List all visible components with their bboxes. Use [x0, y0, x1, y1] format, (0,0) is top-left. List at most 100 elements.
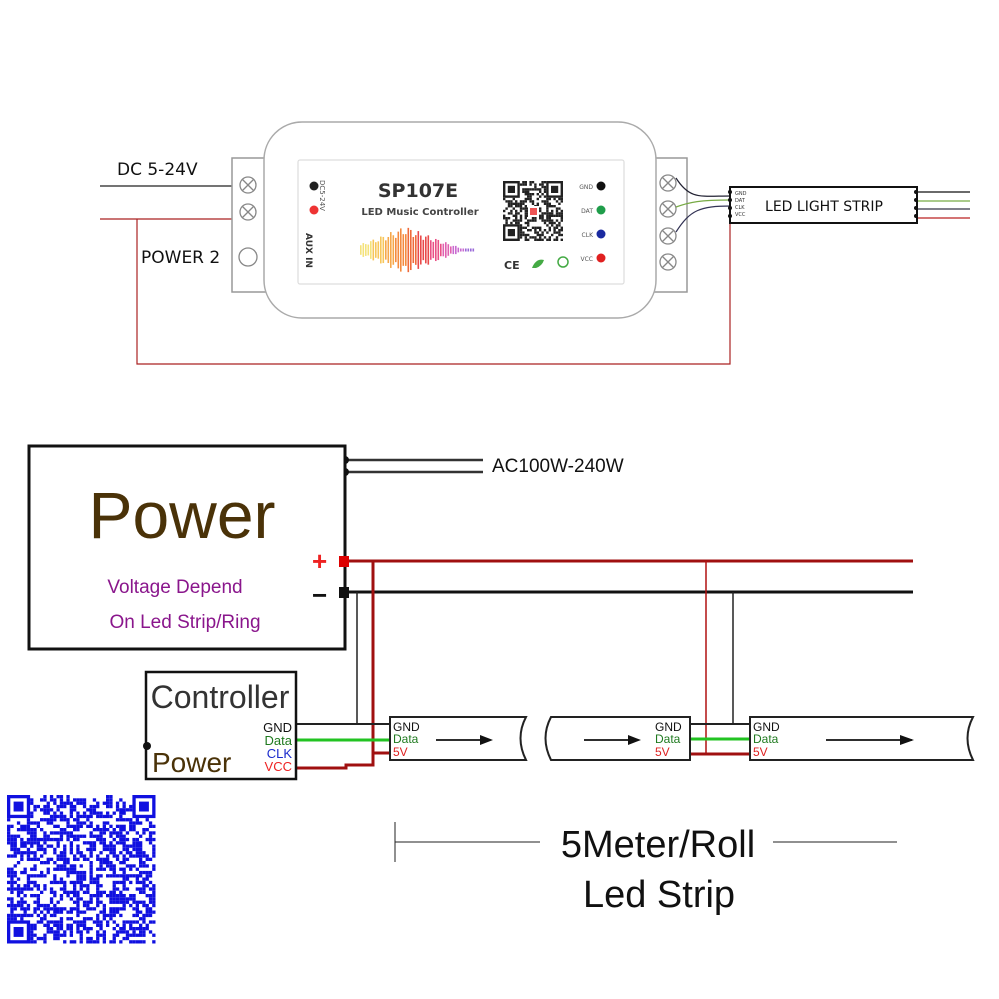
qr-module	[96, 837, 100, 842]
qr-module	[543, 195, 547, 198]
soundwave-bar	[442, 243, 445, 257]
qr-module	[125, 844, 130, 848]
qr-module	[125, 920, 130, 924]
qr-finder-center	[13, 927, 24, 937]
qr-module	[112, 864, 116, 868]
qr-module	[30, 923, 34, 927]
qr-module	[53, 894, 57, 898]
qr-module	[59, 851, 64, 855]
qr-module	[129, 854, 133, 858]
qr-module	[531, 236, 535, 239]
qr-module	[558, 233, 561, 237]
qr-module	[553, 226, 556, 229]
qr-module	[558, 231, 561, 234]
qr-module	[102, 857, 106, 861]
qr-module	[115, 841, 120, 845]
qr-module	[135, 880, 139, 885]
qr-module	[73, 887, 77, 891]
qr-module	[122, 818, 126, 822]
qr-module	[112, 874, 116, 878]
qr-module	[92, 804, 97, 809]
qr-module	[63, 831, 67, 835]
qr-module	[79, 874, 83, 878]
eco-leaf-icon	[532, 259, 544, 268]
qr-finder	[503, 180, 520, 198]
qr-module	[66, 910, 70, 914]
qr-module	[548, 221, 551, 225]
qr-module	[145, 913, 149, 918]
qr-module	[551, 221, 554, 225]
qr-module	[106, 847, 110, 852]
qr-module	[89, 824, 93, 828]
soundwave-bar	[360, 245, 362, 255]
qr-module	[49, 814, 54, 819]
qr-module	[20, 917, 24, 921]
qr-module	[20, 841, 24, 845]
qr-module	[36, 913, 40, 918]
qr-module	[92, 811, 97, 815]
qr-module	[536, 197, 539, 201]
qr-module	[96, 857, 100, 861]
qr-module	[145, 884, 149, 888]
qr-module	[63, 861, 67, 865]
qr-module	[109, 940, 113, 944]
qr-module	[106, 864, 110, 868]
qr-module	[96, 903, 100, 908]
qr-module	[115, 880, 120, 885]
qr-module	[92, 920, 97, 924]
qr-module	[522, 190, 525, 193]
qr-module	[69, 933, 73, 937]
qr-module	[534, 238, 537, 241]
qr-module	[13, 874, 17, 878]
qr-module	[92, 940, 97, 944]
qr-module	[10, 903, 14, 908]
soundwave-bar	[440, 243, 442, 257]
qr-module	[558, 207, 561, 210]
qr-module	[82, 890, 87, 894]
qr-module	[122, 877, 126, 881]
qr-module	[541, 181, 544, 184]
qr-module	[503, 209, 506, 213]
qr-module	[112, 847, 116, 852]
qr-module	[20, 913, 24, 918]
qr-module	[152, 831, 156, 835]
qr-module	[56, 920, 60, 924]
qr-module	[106, 801, 110, 805]
soundwave-bar	[402, 234, 405, 266]
qr-module	[76, 798, 80, 802]
qr-module	[558, 214, 561, 217]
qr-module	[69, 880, 73, 885]
qr-module	[524, 193, 527, 196]
qr-module	[59, 857, 64, 861]
qr-module	[122, 930, 126, 934]
controller-title: Controller	[151, 679, 290, 715]
qr-module	[142, 877, 146, 881]
qr-module	[59, 894, 64, 898]
qr-module	[40, 847, 44, 852]
qr-module	[524, 197, 527, 201]
qr-module	[16, 913, 21, 918]
qr-module	[102, 831, 106, 835]
qr-module	[546, 224, 549, 227]
qr-module	[10, 900, 14, 904]
qr-module	[43, 940, 47, 944]
qr-module	[56, 867, 60, 871]
qr-module	[46, 927, 50, 931]
qr-module	[66, 894, 70, 898]
qr-module	[115, 900, 120, 904]
qr-module	[89, 811, 93, 815]
qr-module	[59, 877, 64, 881]
qr-module	[112, 867, 116, 871]
gnd-wire	[675, 177, 732, 197]
qr-module	[152, 894, 156, 898]
qr-module	[543, 229, 547, 232]
qr-module	[33, 874, 37, 878]
qr-module	[115, 910, 120, 914]
qr-module	[553, 197, 556, 201]
controller-box	[144, 670, 298, 781]
qr-module	[139, 930, 143, 934]
qr-module	[524, 190, 527, 193]
soundwave-bar	[425, 236, 427, 264]
qr-module	[69, 864, 73, 868]
qr-module	[524, 236, 527, 239]
